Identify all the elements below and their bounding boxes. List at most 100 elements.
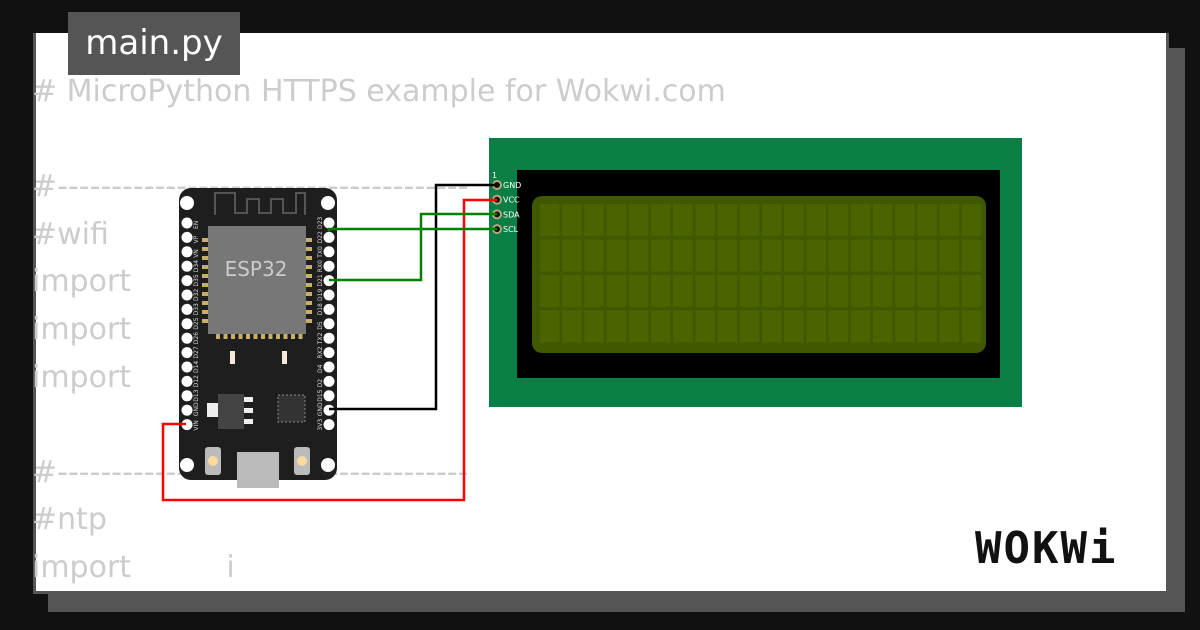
regulator (218, 394, 244, 429)
lcd-cell (961, 239, 982, 272)
lcd-cell (895, 275, 915, 307)
chip-pads (202, 238, 312, 339)
usb-port[interactable] (237, 452, 279, 488)
esp32-pin-en[interactable] (181, 217, 193, 229)
esp32-pin-d12[interactable] (181, 375, 193, 387)
lcd-cell (828, 275, 849, 307)
wire-sda[interactable] (329, 212, 497, 282)
lcd-cell (562, 310, 582, 343)
lcd-cell (651, 310, 671, 343)
esp32-pin-label: D4 (317, 364, 324, 373)
esp32-pin-d35[interactable] (181, 275, 193, 287)
esp32-pin-d5[interactable] (323, 318, 335, 330)
lcd-cell (695, 204, 715, 236)
esp32-pin-d22[interactable] (323, 231, 335, 243)
lcd-cell (562, 239, 582, 272)
code-line: import (32, 264, 132, 300)
lcd-cell (651, 239, 671, 272)
lcd-cell (540, 204, 560, 236)
lcd-cell (739, 239, 760, 272)
esp32-pin-gnd[interactable] (181, 404, 193, 416)
lcd-cell (895, 310, 915, 343)
lcd-pin-label: SCL (503, 225, 519, 234)
lcd-cell (540, 275, 560, 307)
code-editor: # MicroPython HTTPS example for Wokwi.co… (32, 68, 726, 592)
chip-label: ESP32 (225, 257, 288, 281)
esp32-pin-tx0[interactable] (323, 246, 335, 258)
lcd-cell (939, 275, 960, 307)
esp32-pin-tx2[interactable] (323, 332, 335, 344)
esp32-pin-d15[interactable] (323, 390, 335, 402)
esp32-pin-d23[interactable] (323, 217, 335, 229)
esp32-pin-d19[interactable] (323, 289, 335, 301)
lcd-character-grid (540, 204, 982, 343)
esp32-pin-d34[interactable] (181, 260, 193, 272)
esp32-pin-rx0[interactable] (323, 260, 335, 272)
esp32-pin-d32[interactable] (181, 289, 193, 301)
lcd-cell (717, 204, 738, 236)
lcd-cell (917, 310, 937, 343)
lcd-cell (762, 204, 782, 236)
lcd-cell (673, 310, 693, 343)
lcd-cell (739, 310, 760, 343)
antenna (214, 192, 306, 215)
esp32-pin-d4[interactable] (323, 361, 335, 373)
lcd-cell (806, 239, 826, 272)
lcd-cell (850, 275, 871, 307)
esp32-pin-rx2[interactable] (323, 347, 335, 359)
lcd-cell (562, 275, 582, 307)
esp32-pin-d18[interactable] (323, 303, 335, 315)
lcd-cell (806, 204, 826, 236)
esp32-pin-d33[interactable] (181, 303, 193, 315)
esp32-pin-label: D25 (193, 317, 200, 329)
lcd-cell (873, 239, 893, 272)
esp32-pin-label: GND (317, 402, 324, 416)
lcd-cell (961, 204, 982, 236)
esp32-pin-d13[interactable] (181, 390, 193, 402)
lcd-cell (628, 310, 649, 343)
esp32-pin-d27[interactable] (181, 347, 193, 359)
lcd-cell (961, 275, 982, 307)
esp32-pin-d25[interactable] (181, 318, 193, 330)
lcd-cell (917, 204, 937, 236)
esp32-pin-d2[interactable] (323, 375, 335, 387)
lcd-cell (784, 239, 804, 272)
wire-scl[interactable] (327, 227, 497, 232)
lcd-cell (850, 204, 871, 236)
code-line: #wifi (32, 216, 109, 252)
esp32-pin-vin[interactable] (181, 419, 193, 431)
file-tab[interactable]: main.py (68, 12, 240, 75)
lcd-pin-label: SDA (503, 210, 520, 219)
esp32-pin-3v3[interactable] (323, 419, 335, 431)
lcd-cell (939, 204, 960, 236)
esp32-pin-d26[interactable] (181, 332, 193, 344)
esp32-pin-label: D15 (317, 389, 324, 401)
esp32-board[interactable]: ESP32 ENVPVND34D35D32D33D25D26D27D14D12D… (179, 188, 337, 488)
esp32-pin-label: D2 (317, 379, 324, 388)
lcd-pin-label: GND (503, 181, 521, 190)
code-line: import i (32, 549, 235, 585)
esp32-pin-label: D32 (193, 289, 200, 301)
usb-chip (277, 394, 306, 423)
lcd-cell (695, 275, 715, 307)
esp32-pin-vp[interactable] (181, 231, 193, 243)
esp32-module (208, 226, 306, 334)
lcd-cell (606, 239, 627, 272)
lcd-cell (873, 310, 893, 343)
esp32-pin-label: D12 (193, 375, 200, 387)
lcd-cell (717, 275, 738, 307)
esp32-pin-label: D18 (317, 303, 324, 315)
lcd-pin-index: 1 (492, 171, 497, 180)
esp32-pin-label: D21 (317, 274, 324, 286)
esp32-pin-d14[interactable] (181, 361, 193, 373)
esp32-pin-label: D14 (193, 361, 200, 373)
esp32-pin-label: GND (193, 402, 200, 416)
lcd-cell (584, 310, 604, 343)
lcd-cell (540, 239, 560, 272)
esp32-pin-vn[interactable] (181, 246, 193, 258)
wire-vcc[interactable] (161, 198, 497, 502)
lcd-cell (606, 204, 627, 236)
wire-gnd[interactable] (329, 183, 497, 411)
